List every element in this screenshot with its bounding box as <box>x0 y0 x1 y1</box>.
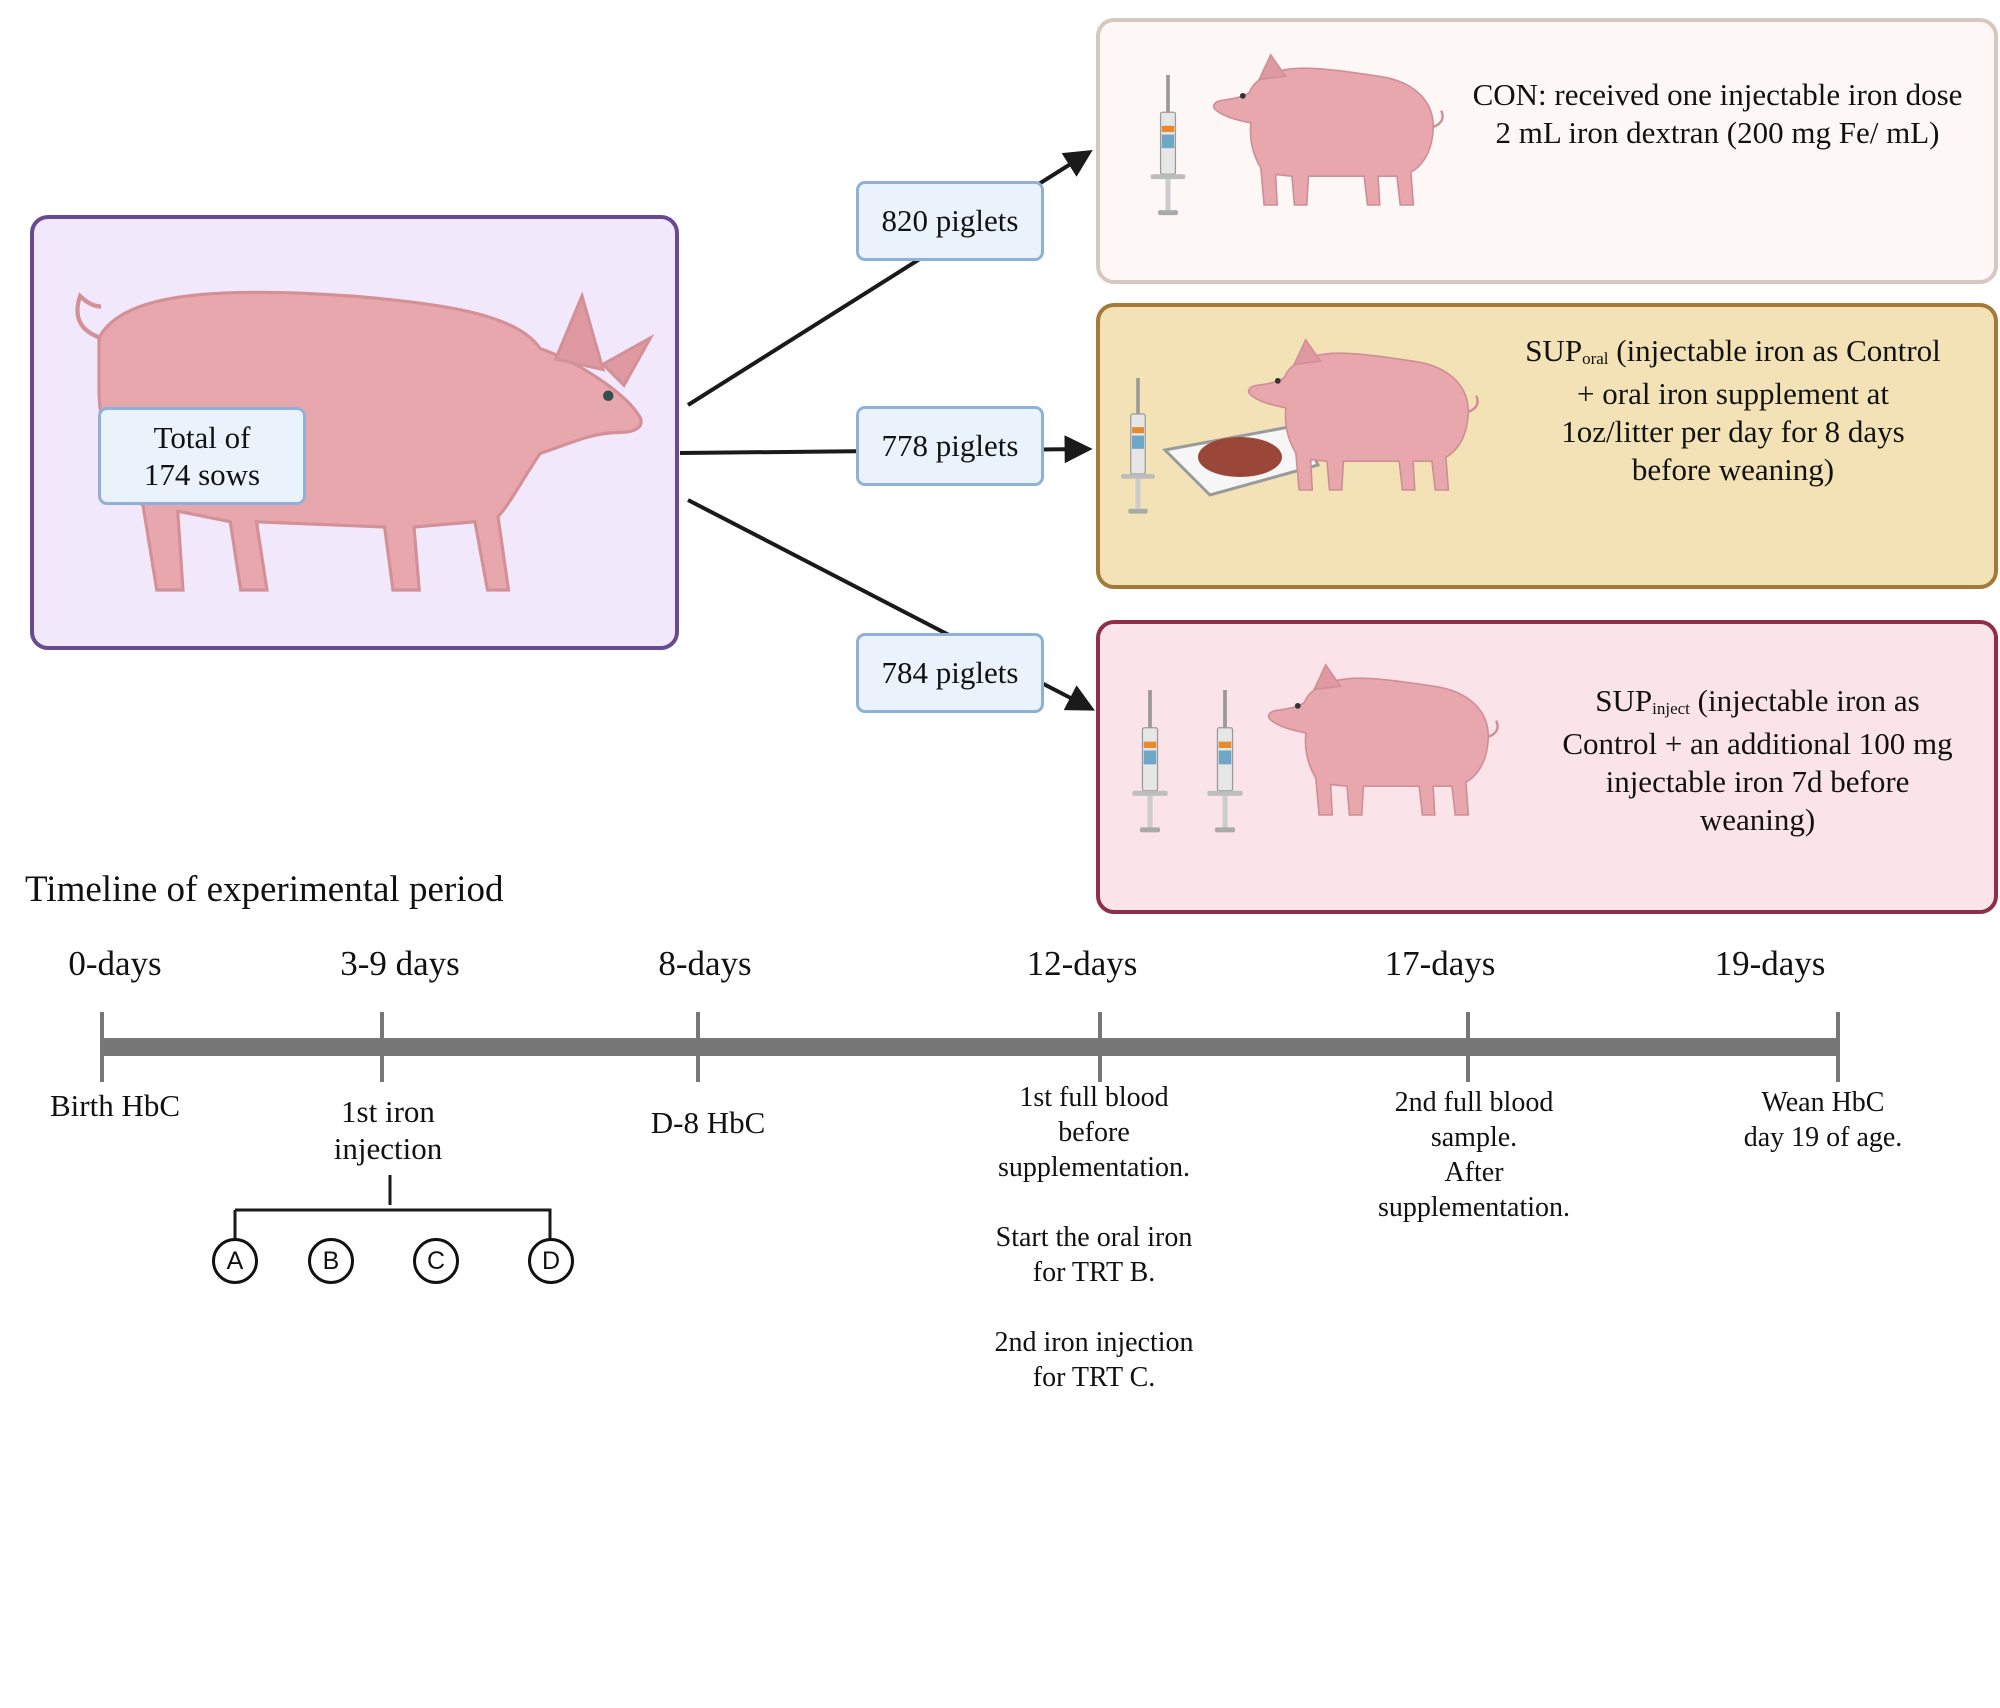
sup-oral-text: (injectable iron as Control + oral iron … <box>1561 333 1941 487</box>
sup-oral-subscript: oral <box>1582 349 1609 368</box>
sup-inject-text: (injectable iron as Control + an additio… <box>1562 683 1953 837</box>
sup-inject-piglet-count: 784 piglets <box>856 633 1044 713</box>
sup-inject-description: SUPinject (injectable iron as Control + … <box>1555 682 1960 839</box>
treatment-circle-d: D <box>528 1238 574 1284</box>
oral-supplement-tray-icon <box>1161 423 1321 497</box>
timeline-day-note: 1st iron injection <box>333 1094 443 1166</box>
treatment-bracket <box>233 1175 552 1245</box>
timeline-day-note: 1st full blood before supplementation. S… <box>994 1082 1194 1393</box>
con-text: CON: received one injectable iron dose 2… <box>1472 77 1963 150</box>
timeline-day-note: Birth HbC <box>49 1088 181 1123</box>
timeline-day-note: D-8 HbC <box>650 1105 766 1140</box>
treatment-circle-b: B <box>308 1238 354 1284</box>
timeline-axis <box>100 1012 1840 1082</box>
sup-inject-subscript: inject <box>1652 699 1690 718</box>
timeline-day-label: 19-days <box>1714 944 1826 983</box>
timeline-day-label: 3-9 days <box>340 944 460 983</box>
sup-oral-prefix: SUP <box>1525 333 1583 368</box>
timeline-day-label: 12-days <box>1026 944 1138 983</box>
sow-count-line1: Total of <box>153 420 251 455</box>
timeline-title: Timeline of experimental period <box>25 869 504 910</box>
sow-illustration <box>75 290 655 592</box>
timeline-day-label: 0-days <box>68 944 162 983</box>
timeline-day-label: 8-days <box>658 944 752 983</box>
con-piglet-count: 820 piglets <box>856 181 1044 261</box>
sup-oral-description: SUPoral (injectable iron as Control + or… <box>1518 332 1948 489</box>
timeline-day-note: 2nd full blood sample. After supplementa… <box>1377 1087 1571 1223</box>
treatment-circle-a: A <box>212 1238 258 1284</box>
timeline-day-note: Wean HbC day 19 of age. <box>1743 1087 1903 1153</box>
treatment-circle-c: C <box>413 1238 459 1284</box>
timeline-bar <box>100 1038 1840 1056</box>
sow-count-line2: 174 sows <box>143 457 261 492</box>
sup-oral-piglet-count: 778 piglets <box>856 406 1044 486</box>
timeline-day-label: 17-days <box>1384 944 1496 983</box>
sow-count-box: Total of 174 sows <box>98 407 306 505</box>
con-description: CON: received one injectable iron dose 2… <box>1470 76 1965 152</box>
sup-inject-prefix: SUP <box>1595 683 1653 718</box>
